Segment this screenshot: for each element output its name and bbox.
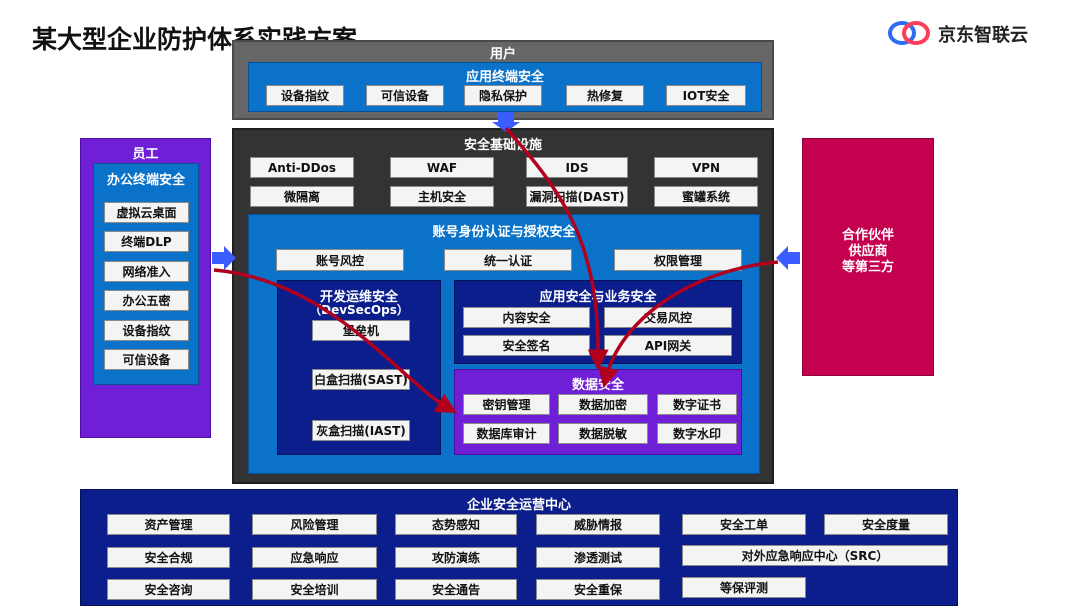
soc-item-consulting: 安全咨询	[107, 579, 230, 600]
infra-item-waf: WAF	[390, 157, 494, 178]
soc-title: 企业安全运营中心	[466, 498, 571, 513]
identity-item-unified-auth: 统一认证	[444, 249, 572, 271]
soc-item-compliance: 安全合规	[107, 547, 230, 568]
soc-item-risk-mgmt: 风险管理	[252, 514, 377, 535]
staff-item-network-access: 网络准入	[104, 261, 189, 282]
staff-item-office-secrets: 办公五密	[104, 290, 189, 311]
datasec-title: 数据安全	[571, 378, 624, 393]
staff-item-device-fingerprint: 设备指纹	[104, 320, 189, 341]
infra-item-anti-ddos: Anti-DDos	[250, 157, 354, 178]
appsec-item-api-gateway: API网关	[604, 335, 732, 356]
user-item-privacy: 隐私保护	[464, 85, 542, 106]
datasec-item-db-audit: 数据库审计	[463, 423, 550, 444]
logo-text: 京东智联云	[938, 25, 1028, 46]
devsecops-item-iast: 灰盒扫描(IAST)	[312, 420, 410, 441]
office-endpoint-title: 办公终端安全	[106, 173, 185, 188]
partner-block	[802, 138, 934, 376]
user-item-device-fingerprint: 设备指纹	[266, 85, 344, 106]
devsecops-subtitle: （DevSecOps）	[309, 303, 409, 317]
soc-item-metrics: 安全度量	[824, 514, 948, 535]
partner-line-2: 供应商	[848, 244, 888, 259]
appsec-item-transaction-risk: 交易风控	[604, 307, 732, 328]
infra-item-dast: 漏洞扫描(DAST)	[526, 186, 628, 207]
appsec-item-signature: 安全签名	[463, 335, 590, 356]
soc-item-ticket: 安全工单	[682, 514, 806, 535]
soc-item-threat-intel: 威胁情报	[536, 514, 660, 535]
infra-item-honeypot: 蜜罐系统	[654, 186, 758, 207]
partner-line-1: 合作伙伴	[841, 228, 894, 243]
staff-item-endpoint-dlp: 终端DLP	[104, 231, 189, 252]
infra-title: 安全基础设施	[463, 138, 542, 153]
devsecops-item-sast: 白盒扫描(SAST)	[312, 369, 410, 390]
staff-item-virtual-desktop: 虚拟云桌面	[104, 202, 189, 223]
datasec-item-key-mgmt: 密钥管理	[463, 394, 550, 415]
soc-item-notice: 安全通告	[395, 579, 517, 600]
infra-item-host-security: 主机安全	[390, 186, 494, 207]
identity-item-permission: 权限管理	[614, 249, 742, 271]
soc-item-pentest: 渗透测试	[536, 547, 660, 568]
partner-line-3: 等第三方	[841, 260, 894, 275]
user-item-iot: IOT安全	[666, 85, 746, 106]
infra-item-vpn: VPN	[654, 157, 758, 178]
logo: 京东智联云	[886, 18, 1056, 48]
user-label: 用户	[489, 47, 516, 62]
app-endpoint-title: 应用终端安全	[465, 70, 544, 85]
soc-item-red-blue: 攻防演练	[395, 547, 517, 568]
user-item-hotfix: 热修复	[566, 85, 644, 106]
soc-item-src: 对外应急响应中心（SRC）	[682, 545, 948, 566]
datasec-item-watermark: 数字水印	[657, 423, 737, 444]
appsec-title: 应用安全与业务安全	[539, 290, 657, 305]
staff-label: 员工	[132, 147, 159, 162]
staff-item-trusted-device: 可信设备	[104, 349, 189, 370]
soc-item-asset-mgmt: 资产管理	[107, 514, 230, 535]
user-item-trusted-device: 可信设备	[366, 85, 444, 106]
infra-item-micro-segmentation: 微隔离	[250, 186, 354, 207]
soc-item-mlps-assessment: 等保评测	[682, 577, 806, 598]
cloud-logo-icon	[888, 21, 930, 45]
identity-item-account-risk: 账号风控	[276, 249, 404, 271]
datasec-item-data-masking: 数据脱敏	[558, 423, 648, 444]
appsec-item-content: 内容安全	[463, 307, 590, 328]
partner-entry-arrow-icon	[776, 246, 800, 270]
infra-item-ids: IDS	[526, 157, 628, 178]
soc-item-incident-response: 应急响应	[252, 547, 377, 568]
identity-title: 账号身份认证与授权安全	[432, 225, 576, 240]
soc-item-situation: 态势感知	[395, 514, 517, 535]
soc-item-critical-protection: 安全重保	[536, 579, 660, 600]
datasec-item-data-encryption: 数据加密	[558, 394, 648, 415]
soc-item-training: 安全培训	[252, 579, 377, 600]
datasec-item-digital-cert: 数字证书	[657, 394, 737, 415]
devsecops-item-bastion: 堡垒机	[312, 320, 410, 341]
